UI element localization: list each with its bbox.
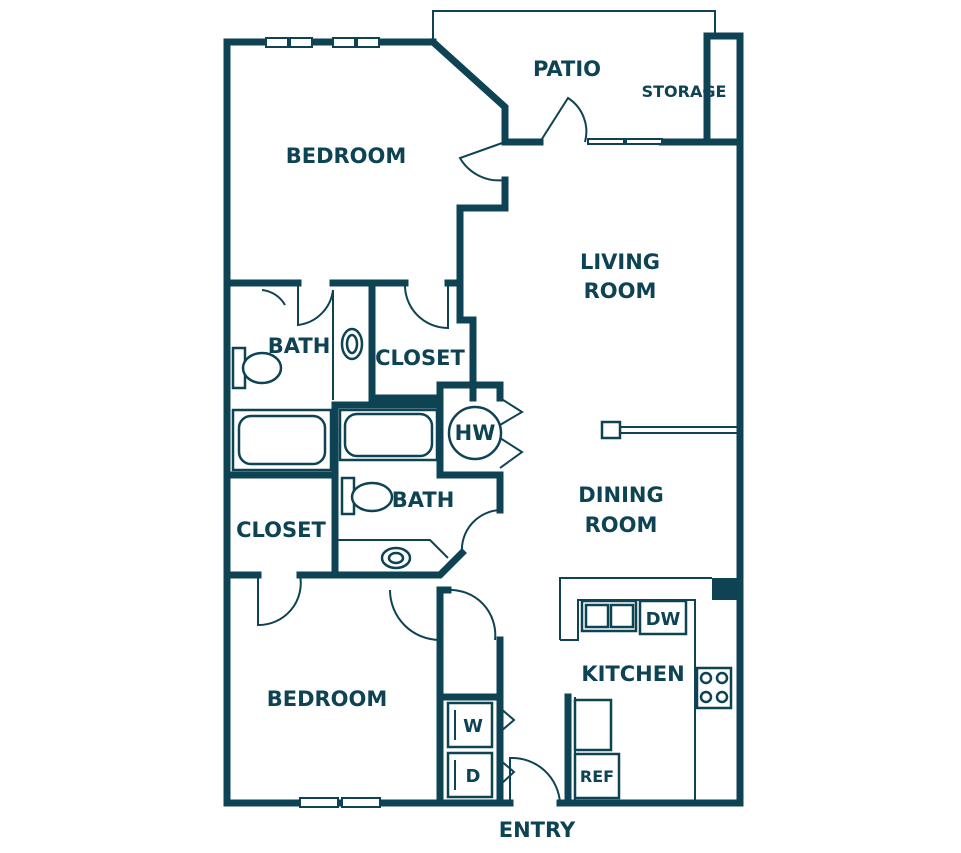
dryer [446,751,494,799]
walls [223,32,744,807]
label-refrigerator: REF [580,767,614,786]
kitchen-island [573,698,613,752]
washer [446,701,494,749]
toilet-top [231,346,283,390]
stove [695,666,733,710]
labels: PATIO STORAGE BEDROOM LIVING ROOM BATH C… [236,57,726,842]
double-sink [580,599,638,633]
water-heater [447,405,503,461]
windows [265,37,381,808]
label-patio: PATIO [533,57,601,81]
label-bedroom-bottom: BEDROOM [267,687,388,711]
bathtub-top-right [338,408,439,462]
label-living-1: LIVING [580,250,660,274]
label-dishwasher: DW [646,609,681,630]
patio-outline [432,10,716,42]
toilet-mid [340,476,394,516]
label-closet-top: CLOSET [375,346,465,370]
label-bath-top: BATH [268,334,331,358]
label-dryer: D [466,766,481,787]
sink-mid [338,539,449,570]
label-bedroom-top: BEDROOM [286,144,407,168]
label-entry: ENTRY [499,818,576,842]
refrigerator [573,752,621,800]
sink-top [332,290,364,400]
label-hw: HW [455,421,496,445]
dishwasher [638,599,688,636]
label-closet-mid: CLOSET [236,518,326,542]
label-storage: STORAGE [642,82,727,101]
fixtures [231,290,740,800]
label-dining-2: ROOM [585,513,658,537]
label-dining-1: DINING [578,483,663,507]
label-bath-mid: BATH [392,488,455,512]
label-washer: W [463,716,483,737]
doors [257,96,663,804]
label-living-2: ROOM [584,279,657,303]
bathtub-top-left [231,408,333,472]
label-kitchen: KITCHEN [581,662,684,686]
rail [600,420,740,440]
